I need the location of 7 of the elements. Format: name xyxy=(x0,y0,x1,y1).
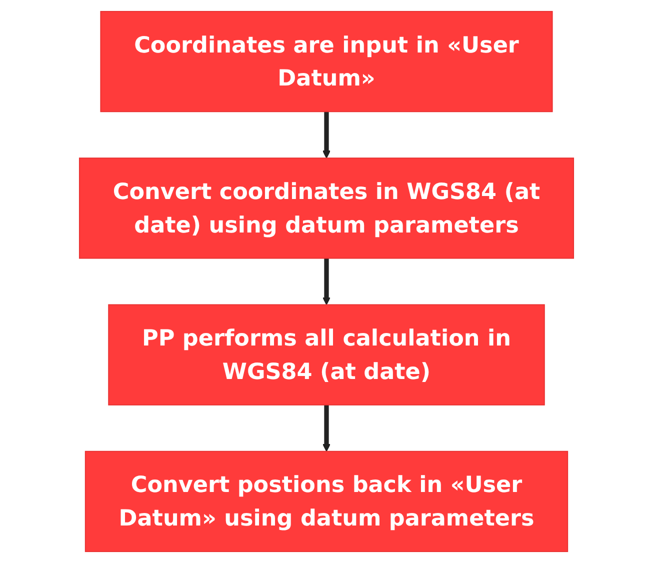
arrow xyxy=(322,112,331,158)
arrow xyxy=(322,258,331,306)
node-box: Coordinates are input in «User Datum» xyxy=(100,10,553,112)
arrow xyxy=(322,404,331,452)
node-box: Convert postions back in «User Datum» using datum parameters xyxy=(84,450,568,552)
node-box: Convert coordinates in WGS84 (at date) using datum parameters xyxy=(78,158,574,259)
node-box: PP performs all calculation in WGS84 (at date) xyxy=(108,304,545,406)
